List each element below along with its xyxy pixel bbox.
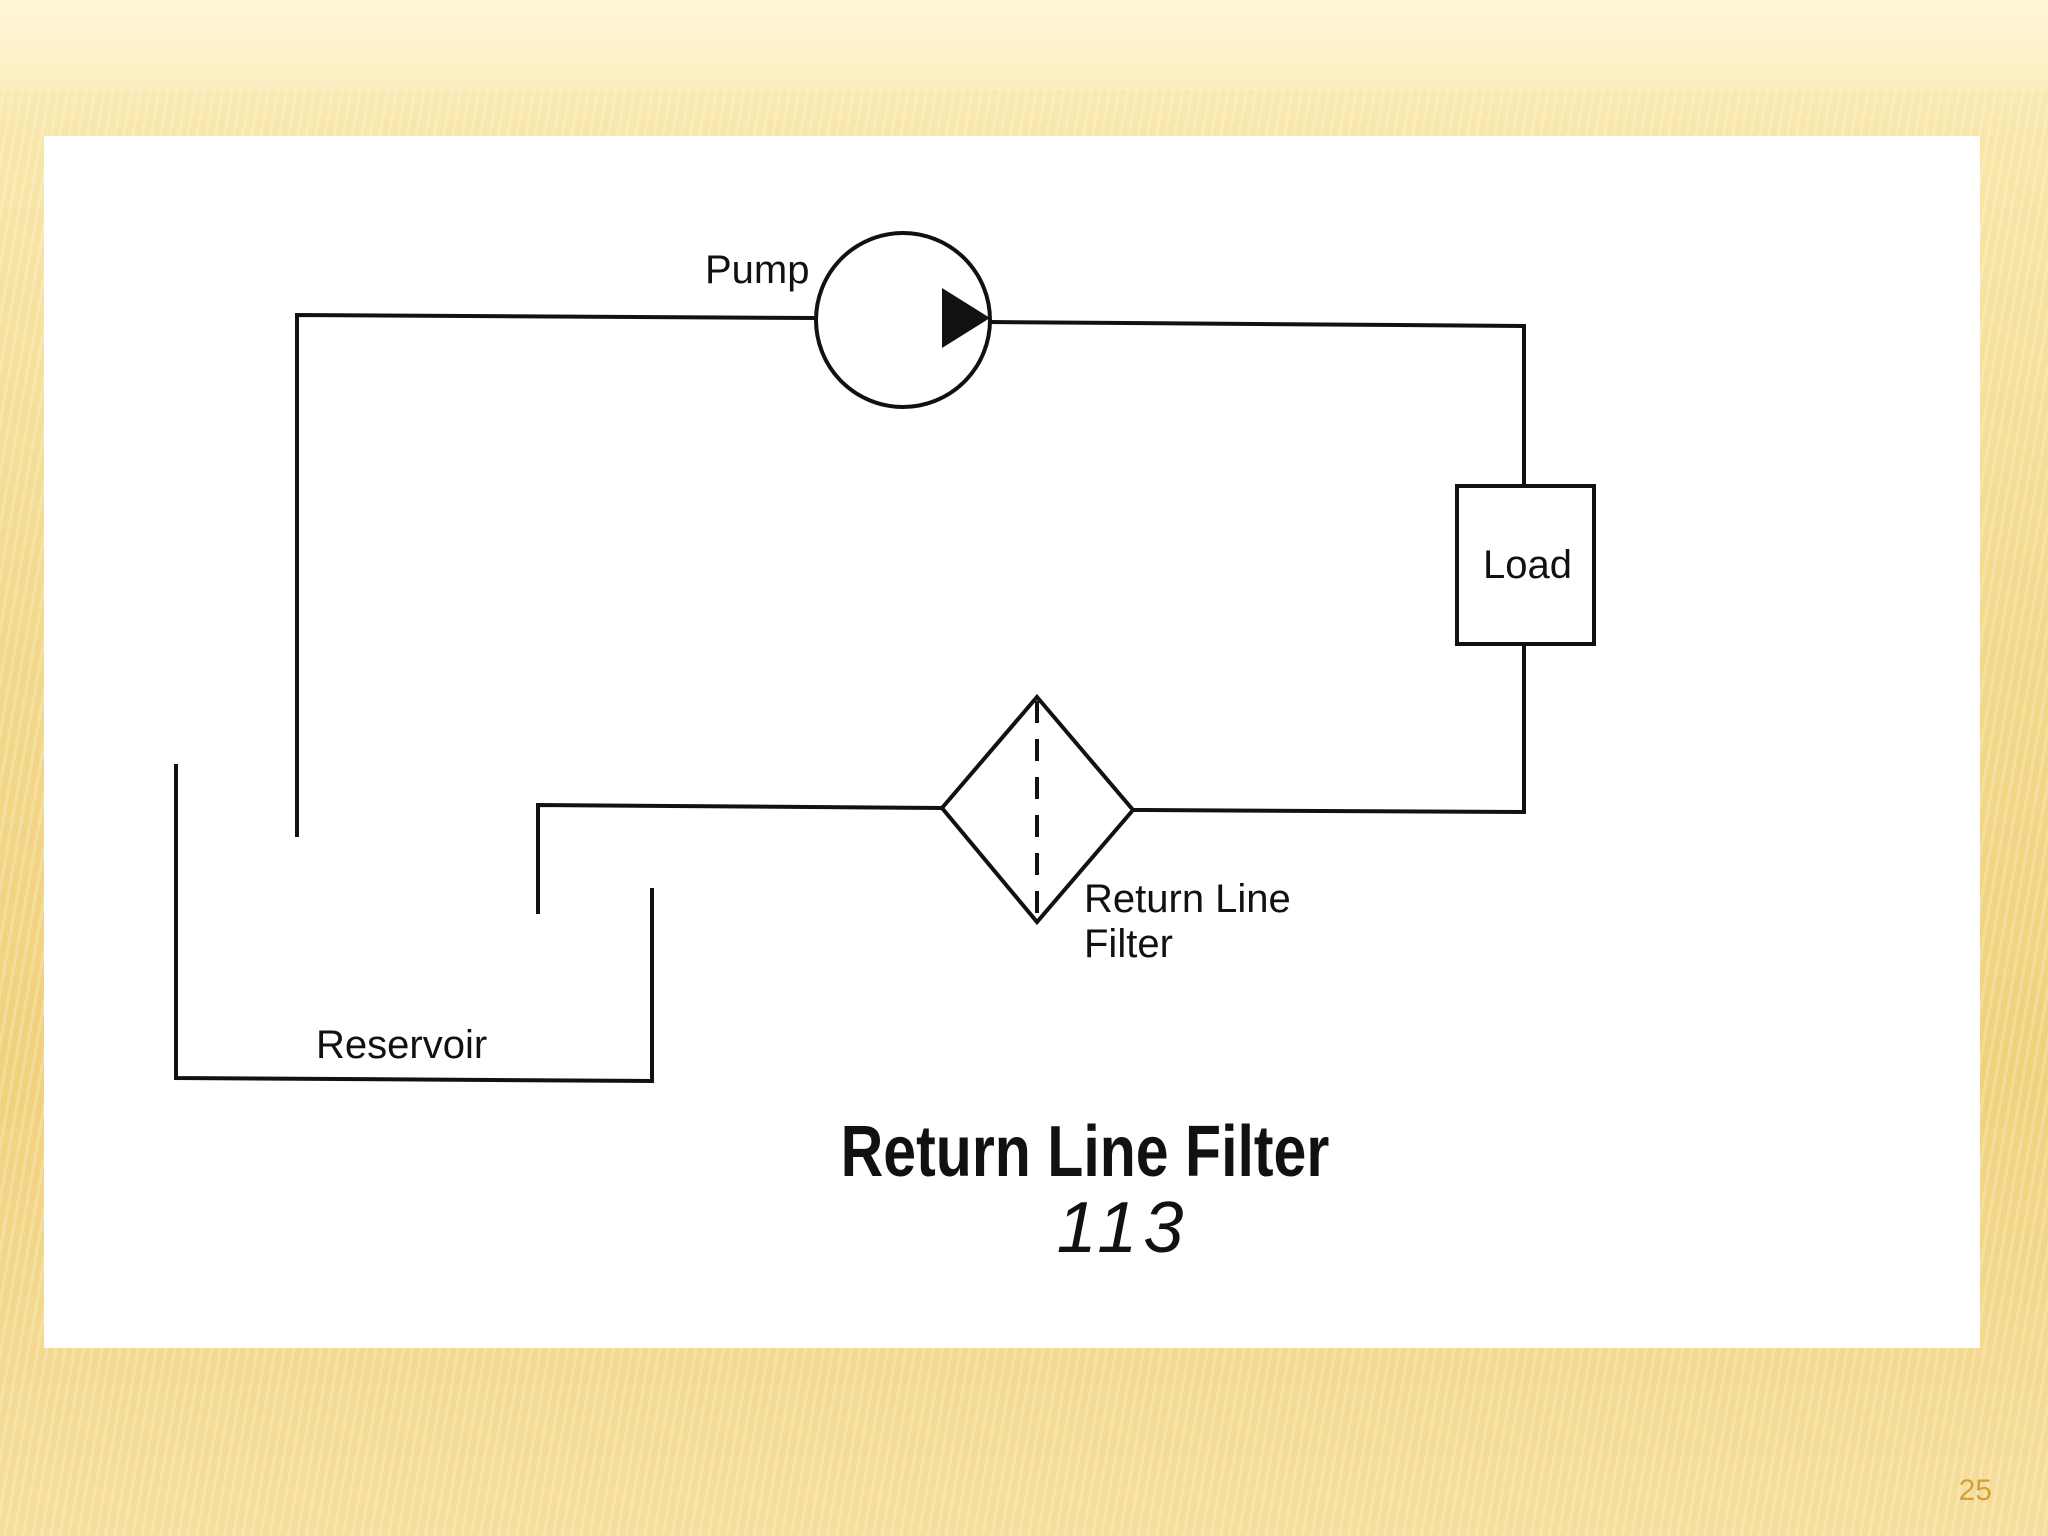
filter-symbol [939,693,1136,926]
load-return-line [1130,642,1526,815]
diagram-caption: Return Line Filter [841,1110,1330,1191]
pump-arrow-icon [942,288,990,348]
reservoir-label: Reservoir [316,1023,487,1067]
filter-return-line [536,802,945,914]
load-label: Load [1483,543,1572,587]
pump-symbol [814,231,992,409]
pressure-line [987,319,1526,488]
page-number: 25 [1958,1474,1992,1507]
load-box [1455,484,1596,646]
pump-label: Pump [705,248,810,292]
figure-number: 113 [1057,1188,1190,1268]
reservoir-tank [174,764,654,1084]
slide-top-band [0,0,2048,90]
filter-label-line1: Return Line [1084,877,1291,921]
suction-line [295,312,818,837]
filter-label-line2: Filter [1084,922,1173,966]
